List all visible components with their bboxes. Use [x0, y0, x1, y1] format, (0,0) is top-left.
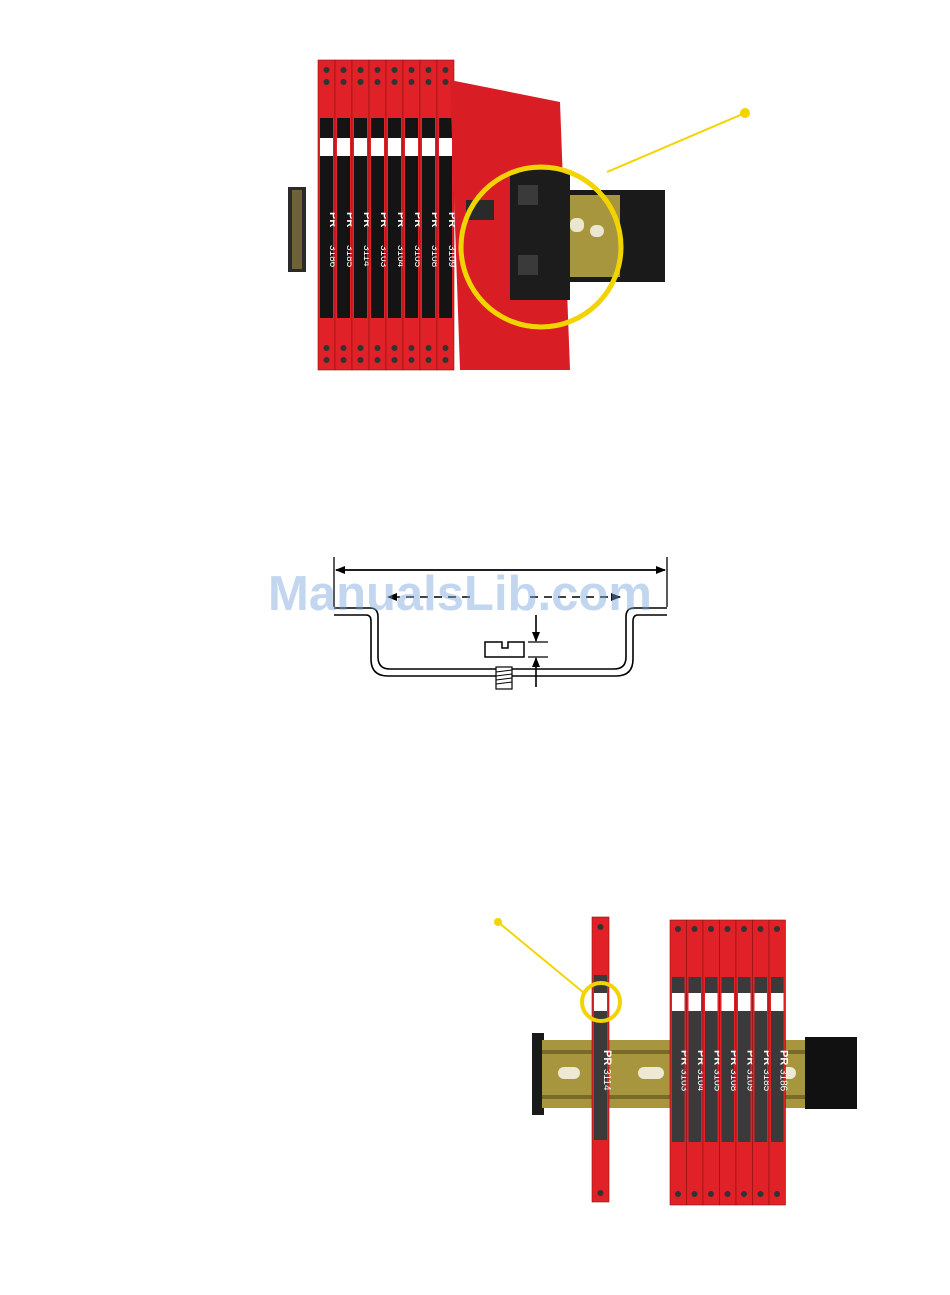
module-brand: PR	[778, 1050, 790, 1065]
terminal-screw	[758, 926, 764, 932]
module-label-window	[354, 138, 367, 156]
detached-module-brand: PR	[601, 1050, 613, 1065]
terminal-screw	[774, 926, 780, 932]
terminal-screw	[358, 357, 364, 363]
terminal-screw	[598, 924, 604, 930]
rail-hole	[590, 225, 604, 237]
callout-dot	[494, 918, 502, 926]
terminal-screw	[774, 1191, 780, 1197]
terminal-screw	[358, 345, 364, 351]
terminal-screw	[708, 1191, 714, 1197]
terminal-screw	[708, 926, 714, 932]
terminal-screw	[375, 67, 381, 73]
terminal-screw	[324, 345, 330, 351]
terminal-screw	[443, 357, 449, 363]
rail-clip-detail	[518, 255, 538, 275]
callout-leader	[607, 113, 745, 172]
screw-head	[485, 642, 524, 657]
module-number: 3109	[446, 245, 457, 268]
terminal-screw	[392, 345, 398, 351]
terminal-screw	[375, 79, 381, 85]
module-label-window	[705, 993, 718, 1011]
terminal-screw	[341, 345, 347, 351]
module-label-window	[755, 993, 768, 1011]
terminal-screw	[426, 345, 432, 351]
detached-module-label-window	[594, 993, 607, 1011]
module-unit: PR 3186	[769, 920, 790, 1205]
rail-clip-detail	[518, 185, 538, 205]
terminal-screw	[341, 357, 347, 363]
module-label-window	[320, 138, 333, 156]
terminal-screw	[358, 79, 364, 85]
terminal-screw	[375, 345, 381, 351]
figure-rail-cross-section	[320, 545, 690, 700]
module-label-window	[405, 138, 418, 156]
terminal-screw	[426, 357, 432, 363]
terminal-screw	[341, 79, 347, 85]
rail-hole	[570, 218, 584, 232]
terminal-screw	[409, 345, 415, 351]
terminal-screw	[409, 357, 415, 363]
module-label-window	[388, 138, 401, 156]
figure-modules-front-view: PR3114 PR3103PR3104PR3105PR3108PR3109PR3…	[480, 905, 870, 1205]
terminal-screw	[409, 79, 415, 85]
terminal-screw	[758, 1191, 764, 1197]
terminal-screw	[598, 1190, 604, 1196]
module-label-window	[738, 993, 751, 1011]
terminal-screw	[426, 79, 432, 85]
module-label-window	[337, 138, 350, 156]
terminal-screw	[692, 1191, 698, 1197]
rail-cross-section-diagram	[320, 545, 690, 700]
terminal-screw	[443, 79, 449, 85]
modules-front-view-illustration: PR3114 PR3103PR3104PR3105PR3108PR3109PR3…	[480, 905, 870, 1205]
terminal-screw	[725, 926, 731, 932]
terminal-screw	[741, 926, 747, 932]
terminal-screw	[358, 67, 364, 73]
rail-profile-outer	[334, 608, 667, 669]
terminal-screw	[392, 79, 398, 85]
terminal-screw	[725, 1191, 731, 1197]
modules-on-rail-illustration: 3186PR3185PR3114PR3103PR3104PR3105PR3108…	[270, 40, 770, 400]
terminal-screw	[443, 345, 449, 351]
module-label-window	[771, 993, 784, 1011]
terminal-screw	[324, 67, 330, 73]
terminal-screw	[341, 67, 347, 73]
terminal-screw	[692, 926, 698, 932]
module-label-window	[439, 138, 452, 156]
terminal-screw	[392, 357, 398, 363]
rail-end-stop	[805, 1037, 857, 1109]
terminal-screw	[741, 1191, 747, 1197]
module-label-window	[422, 138, 435, 156]
terminal-screw	[324, 79, 330, 85]
terminal-screw	[409, 67, 415, 73]
module-label-window	[689, 993, 702, 1011]
callout-leader	[498, 922, 584, 993]
terminal-screw	[675, 926, 681, 932]
rail-slot	[558, 1067, 580, 1079]
module-label-window	[672, 993, 685, 1011]
detached-module-number: 3114	[601, 1069, 612, 1091]
rail-slot	[638, 1067, 664, 1079]
terminal-screw	[324, 357, 330, 363]
module-label-window	[371, 138, 384, 156]
rail-left-end-inner	[292, 190, 302, 269]
terminal-screw	[426, 67, 432, 73]
terminal-screw	[392, 67, 398, 73]
module-label-window	[722, 993, 735, 1011]
terminal-screw	[675, 1191, 681, 1197]
module-number: 3186	[778, 1069, 789, 1092]
terminal-screw	[443, 67, 449, 73]
callout-dot	[740, 108, 750, 118]
terminal-screw	[375, 357, 381, 363]
